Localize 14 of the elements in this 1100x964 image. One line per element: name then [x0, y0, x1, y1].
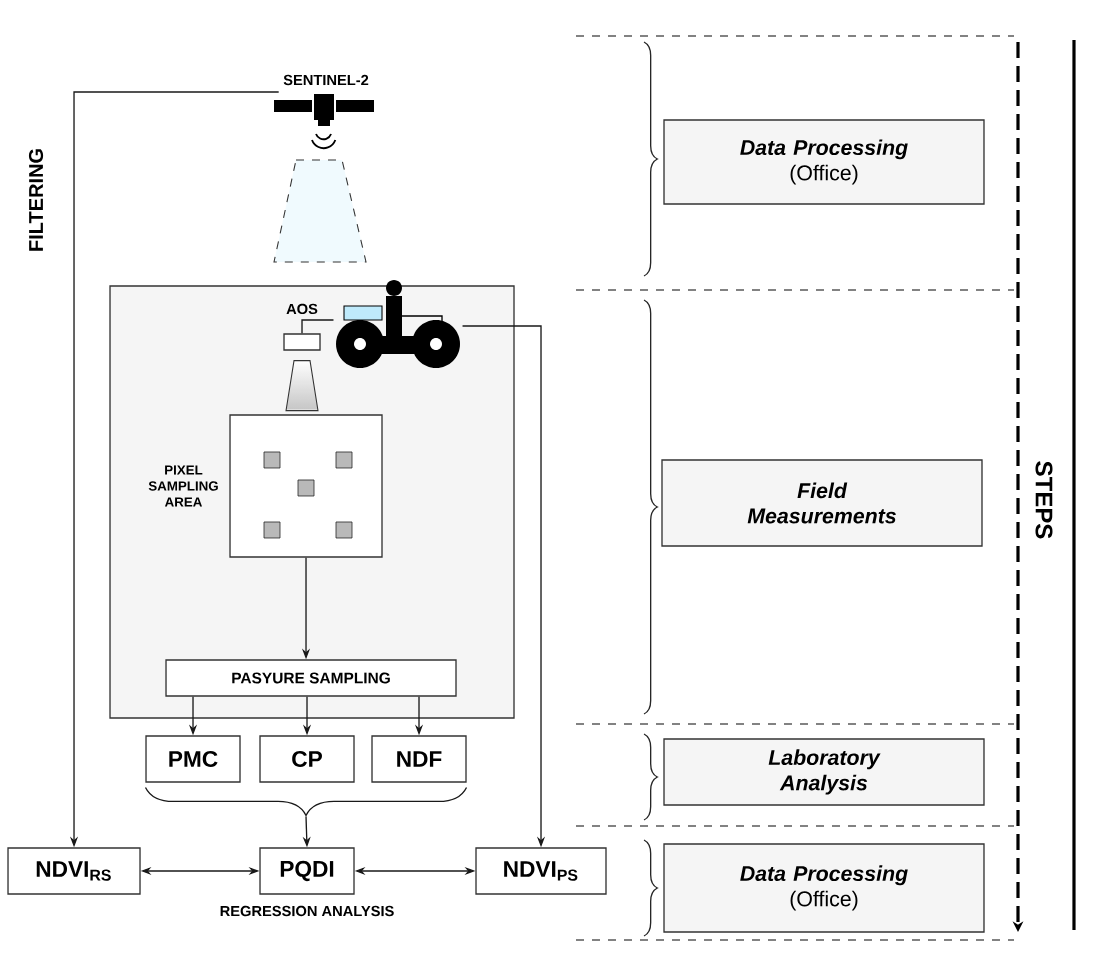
process-box: NDVI$_{PS}$	[475, 847, 607, 895]
step-box: Data Processing (Office)	[663, 843, 985, 933]
process-box: NDVI$_{RS}$	[7, 847, 141, 895]
steps-label: STEPS	[1035, 461, 1053, 539]
tractor-drawing	[336, 280, 460, 368]
step-box: Field Measurements	[661, 459, 983, 547]
process-box: NDF	[371, 735, 467, 783]
arrow	[301, 319, 335, 334]
edge-label: FILTERING	[28, 149, 44, 251]
step-box: Laboratory Analysis	[663, 738, 985, 806]
process-box: CP	[259, 735, 355, 783]
process-box: PMC	[145, 735, 241, 783]
brace	[144, 786, 468, 817]
step-box: Data Processing (Office)	[663, 119, 985, 205]
